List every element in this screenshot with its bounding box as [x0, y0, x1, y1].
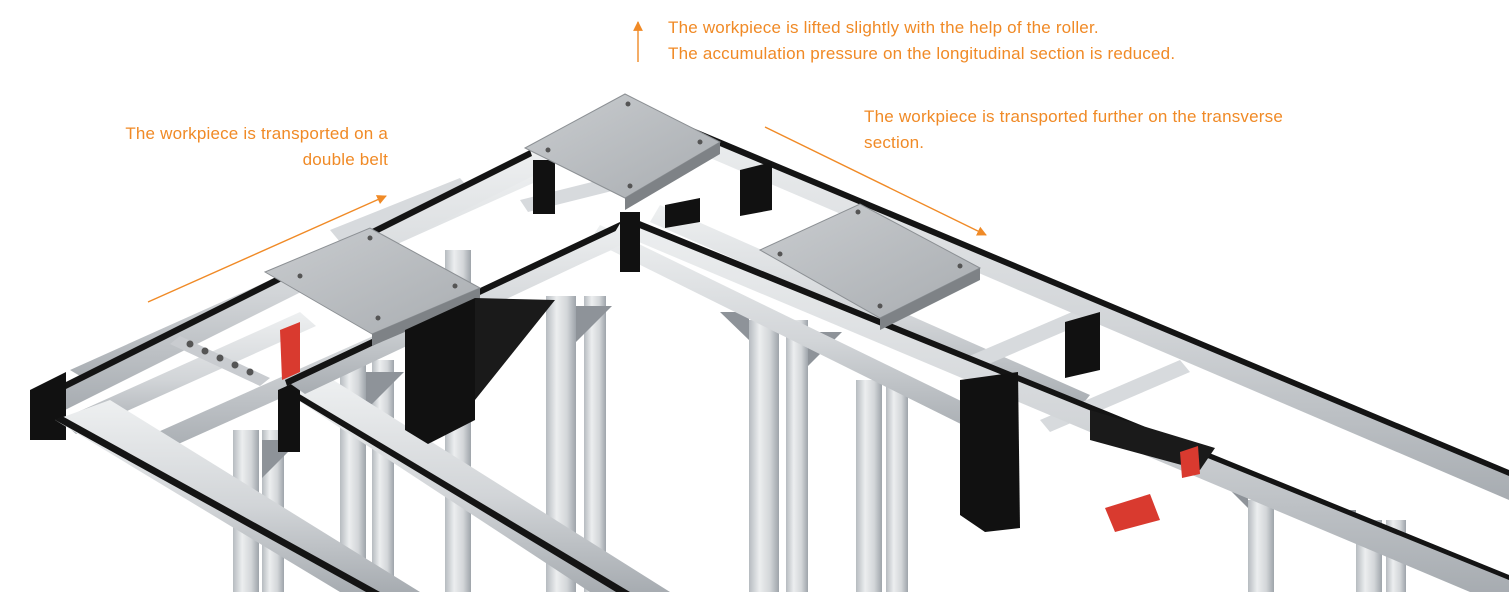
annotation-left-line-2: double belt	[302, 150, 388, 169]
annotation-left-line-1: The workpiece is transported on a	[125, 124, 388, 143]
arrow-left-transport	[147, 195, 387, 303]
annotation-arrows	[147, 21, 987, 303]
annotation-right-line-1: The workpiece is transported further on …	[864, 107, 1283, 126]
drive-units	[280, 162, 1215, 532]
frame-legs	[233, 250, 1406, 592]
roller-strip	[170, 336, 270, 386]
annotation-top-line-1: The workpiece is lifted slightly with th…	[668, 18, 1099, 37]
annotation-roller-lift: The workpiece is lifted slightly with th…	[668, 15, 1175, 67]
annotation-double-belt: The workpiece is transported on a double…	[125, 121, 388, 173]
annotation-transverse-section: The workpiece is transported further on …	[864, 104, 1283, 156]
workpiece-carriers	[263, 93, 982, 346]
annotation-top-line-2: The accumulation pressure on the longitu…	[668, 44, 1176, 63]
arrow-right-transverse	[764, 126, 987, 236]
annotation-right-line-2: section.	[864, 133, 925, 152]
